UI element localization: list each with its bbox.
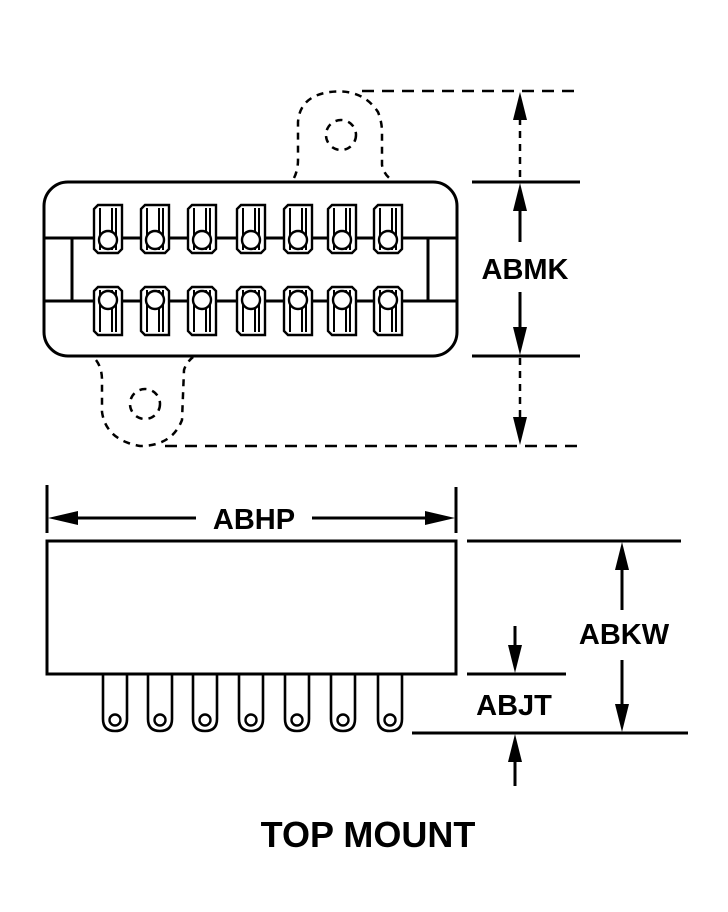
terminal bbox=[372, 285, 404, 337]
terminal bbox=[282, 285, 314, 337]
pin-hole bbox=[383, 713, 397, 727]
pin bbox=[237, 675, 265, 733]
pin-hole bbox=[290, 713, 304, 727]
terminal bbox=[372, 203, 404, 255]
terminal bbox=[92, 285, 124, 337]
terminal-hole bbox=[191, 229, 213, 251]
terminal-hole bbox=[97, 289, 119, 311]
terminal bbox=[92, 203, 124, 255]
top-view bbox=[42, 90, 459, 448]
pin bbox=[146, 675, 174, 733]
pin bbox=[329, 675, 357, 733]
dimension-abmk: ABMK bbox=[165, 89, 580, 448]
terminal bbox=[235, 203, 267, 255]
terminal-hole bbox=[287, 289, 309, 311]
terminal bbox=[282, 203, 314, 255]
label-abmk: ABMK bbox=[482, 254, 569, 286]
terminal bbox=[139, 285, 171, 337]
figure-title: TOP MOUNT bbox=[261, 814, 476, 855]
terminal bbox=[326, 285, 358, 337]
pin-hole bbox=[336, 713, 350, 727]
terminal-hole bbox=[377, 289, 399, 311]
connector-body-side bbox=[45, 539, 458, 676]
pin-hole bbox=[153, 713, 167, 727]
terminal-row-bottom bbox=[92, 285, 404, 337]
terminal bbox=[186, 203, 218, 255]
terminal-hole bbox=[377, 229, 399, 251]
terminal bbox=[139, 203, 171, 255]
dimension-abkw: ABKW bbox=[412, 539, 688, 735]
terminal-hole bbox=[191, 289, 213, 311]
terminal bbox=[326, 203, 358, 255]
terminal-hole bbox=[97, 229, 119, 251]
pin-hole bbox=[244, 713, 258, 727]
pin bbox=[101, 675, 129, 733]
pin bbox=[191, 675, 219, 733]
side-view bbox=[45, 539, 458, 733]
terminal-hole bbox=[144, 289, 166, 311]
mounting-hole-top bbox=[324, 118, 358, 152]
label-abjt: ABJT bbox=[476, 690, 552, 722]
connector-body-top bbox=[42, 180, 459, 358]
terminal-hole bbox=[144, 229, 166, 251]
label-abhp: ABHP bbox=[213, 504, 295, 536]
terminal-hole bbox=[240, 289, 262, 311]
mounting-ear-bottom bbox=[94, 356, 194, 448]
terminal-hole bbox=[331, 289, 353, 311]
terminal-hole bbox=[287, 229, 309, 251]
mounting-ear-top bbox=[292, 90, 393, 182]
pin bbox=[376, 675, 404, 733]
mounting-hole-bottom bbox=[128, 387, 162, 421]
label-abkw: ABKW bbox=[579, 619, 670, 651]
dimension-abhp: ABHP bbox=[45, 485, 458, 536]
terminal bbox=[186, 285, 218, 337]
pin-hole bbox=[108, 713, 122, 727]
terminal bbox=[235, 285, 267, 337]
terminal-hole bbox=[240, 229, 262, 251]
pin bbox=[283, 675, 311, 733]
terminal-hole bbox=[331, 229, 353, 251]
pin-row bbox=[101, 675, 404, 733]
pin-hole bbox=[198, 713, 212, 727]
dimension-abjt: ABJT bbox=[467, 626, 566, 786]
terminal-row-top bbox=[92, 203, 404, 255]
